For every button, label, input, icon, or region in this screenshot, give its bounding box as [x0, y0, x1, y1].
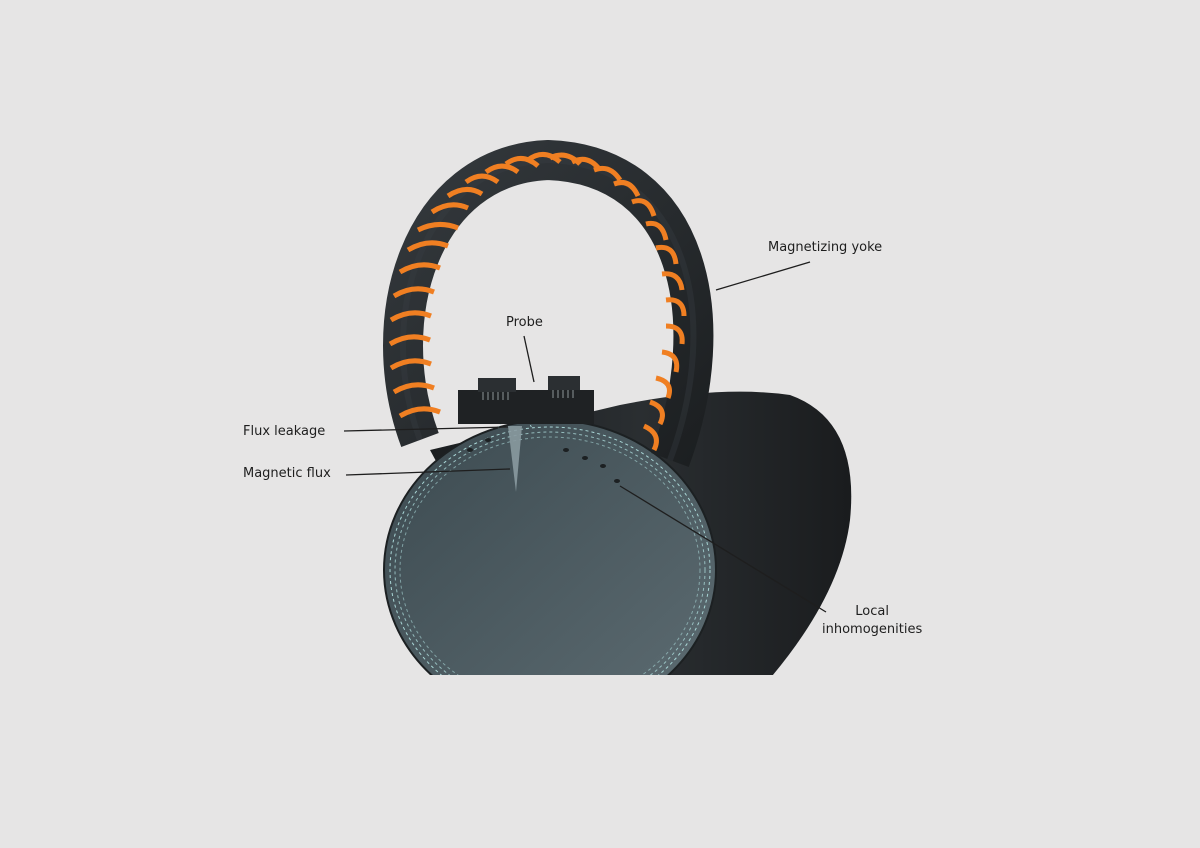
- label-local-inhomogenities-line1: Local: [855, 604, 889, 619]
- leader-lines: [343, 261, 827, 613]
- leader-magnetizing-yoke: [715, 261, 811, 291]
- coil-windings: [388, 152, 687, 452]
- leader-flux-leakage: [343, 426, 509, 432]
- flux-line-middle: [394, 431, 706, 675]
- label-probe: Probe: [506, 315, 543, 330]
- inhomogenity-marks: [467, 438, 620, 483]
- label-local-inhomogenities-line2: inhomogenities: [822, 622, 923, 637]
- leader-local-inhomogenities: [619, 485, 827, 613]
- pipe-end-face: [383, 419, 717, 675]
- label-magnetic-flux: Magnetic flux: [243, 466, 331, 481]
- probe: [458, 376, 594, 424]
- flux-line-inner: [399, 436, 701, 675]
- label-local-inhomogenities: Local inhomogenities: [822, 603, 922, 639]
- label-magnetizing-yoke: Magnetizing yoke: [768, 240, 883, 255]
- leader-probe: [523, 335, 535, 383]
- flux-line-outer: [389, 426, 711, 675]
- magnetizing-yoke: [383, 139, 714, 467]
- leader-magnetic-flux: [345, 468, 511, 476]
- surface-defect: [508, 426, 522, 492]
- label-flux-leakage: Flux leakage: [243, 424, 326, 439]
